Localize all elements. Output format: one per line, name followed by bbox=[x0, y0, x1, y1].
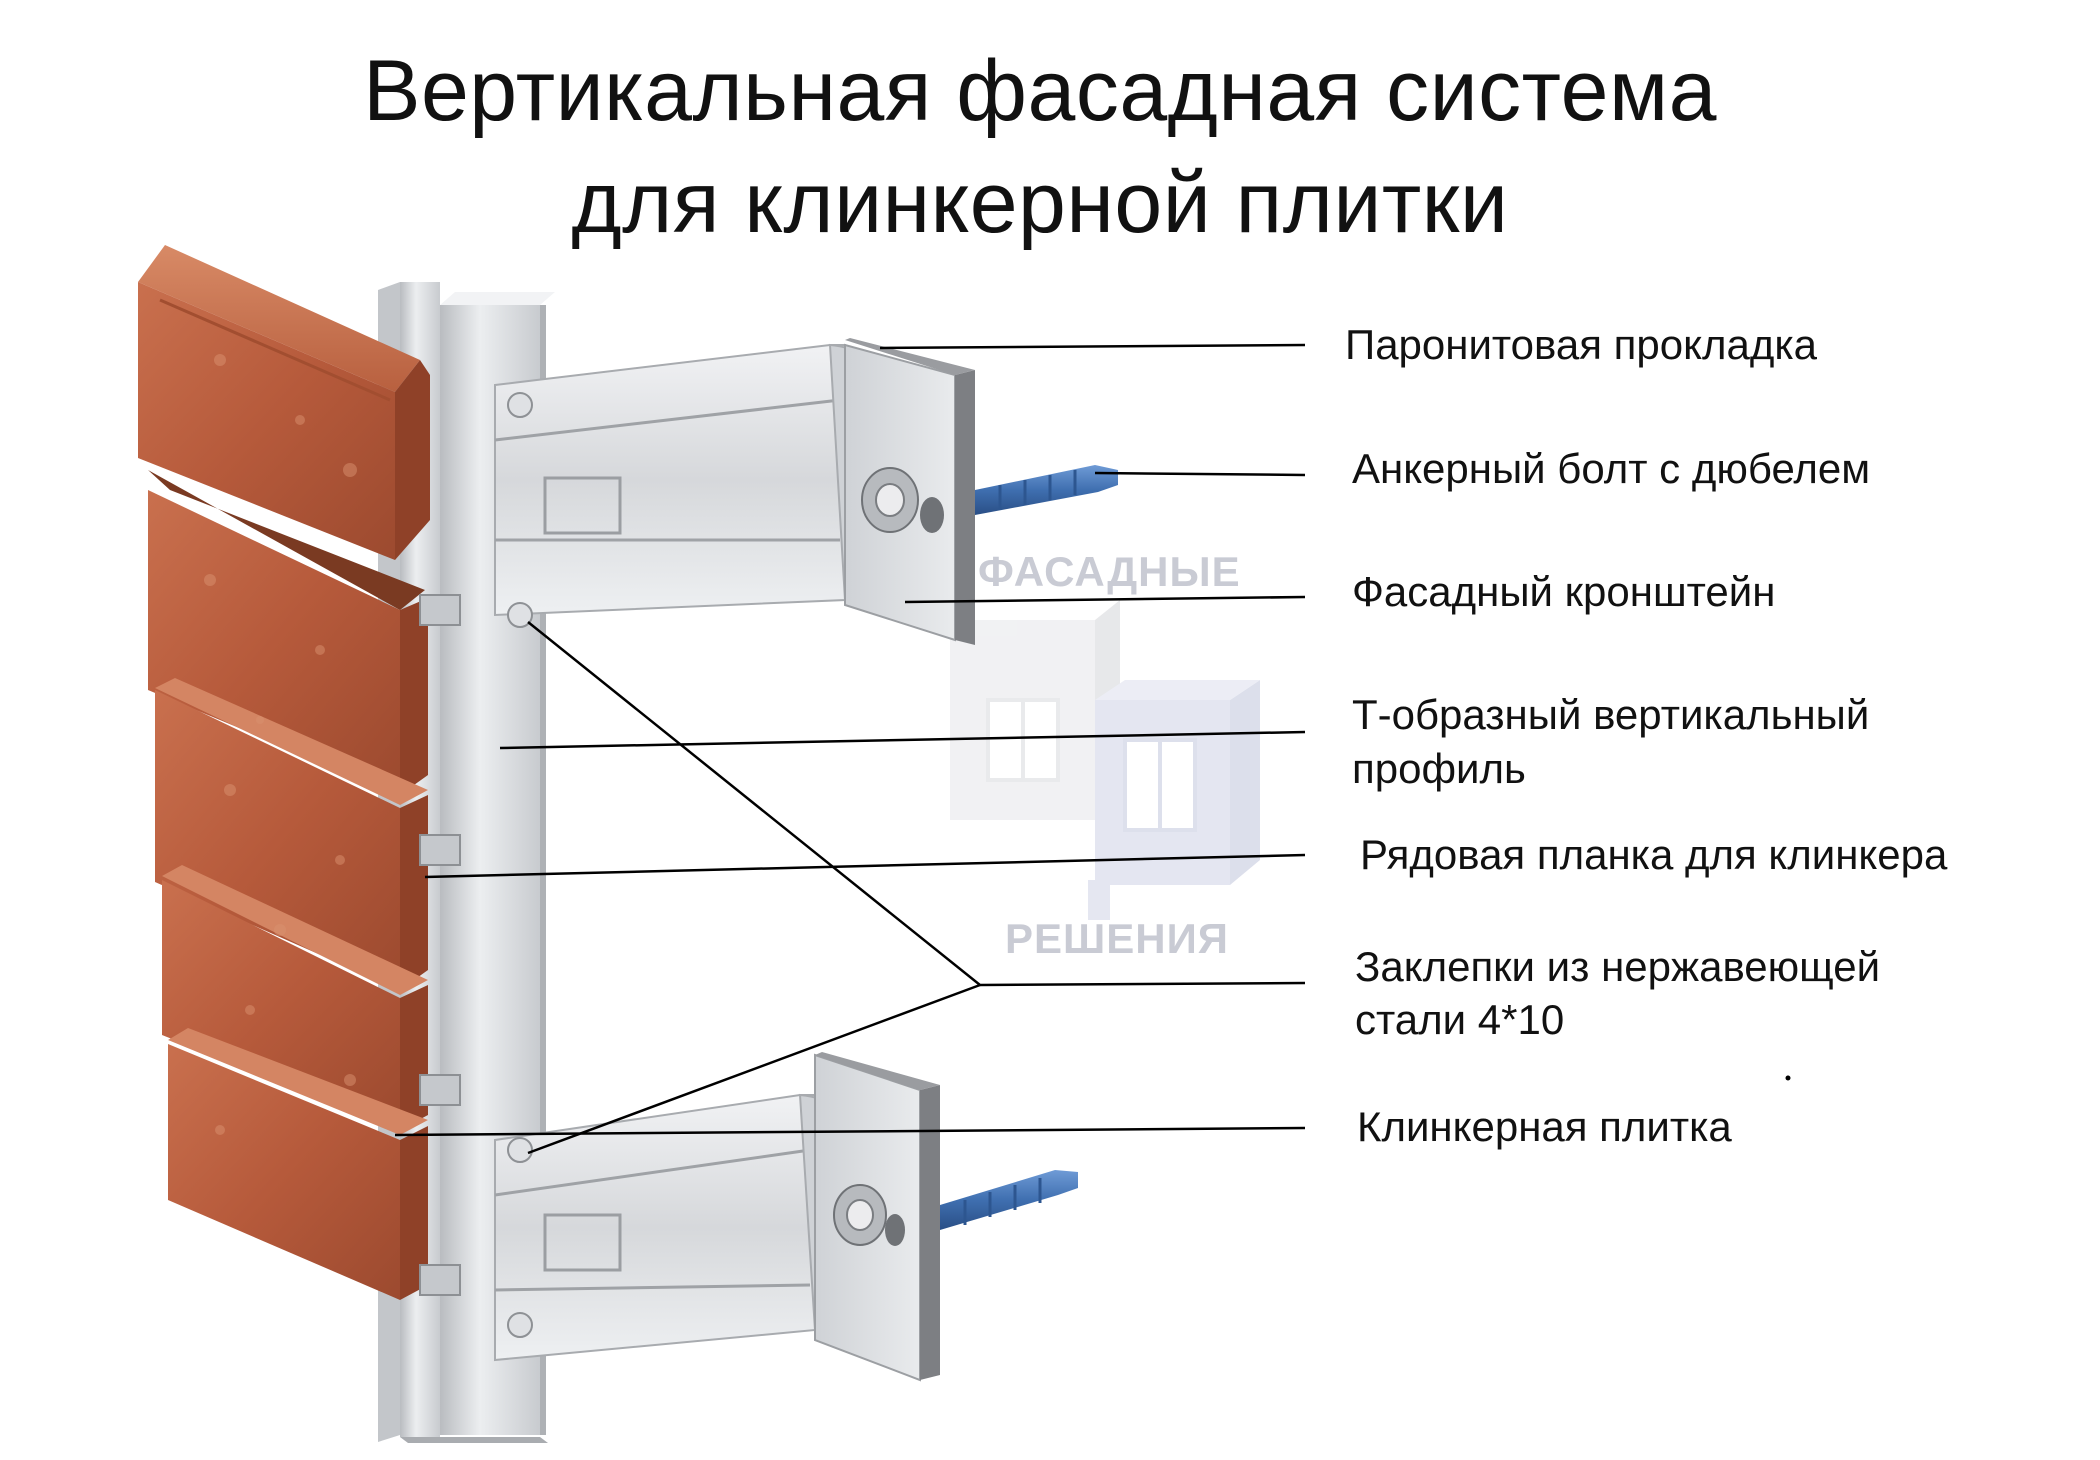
watermark-top-text: ФАСАДНЫЕ bbox=[978, 548, 1241, 595]
leader-clinker-tile bbox=[394, 1126, 1306, 1137]
diagram-title-line-1: Вертикальная фасадная система bbox=[363, 43, 1717, 139]
leader-facade-bracket bbox=[904, 595, 1306, 604]
watermark-bottom-text: РЕШЕНИЯ bbox=[1005, 915, 1229, 962]
label-paronite-gasket: Паронитовая прокладка bbox=[1345, 321, 1817, 368]
leader-t-profile bbox=[499, 730, 1306, 750]
upper-bracket-shape bbox=[494, 338, 975, 645]
leader-paronite-gasket bbox=[879, 343, 1306, 350]
lower-anchor-shape bbox=[940, 1170, 1078, 1230]
label-rivets-line2: стали 4*10 bbox=[1355, 996, 1565, 1043]
label-clinker-tile: Клинкерная плитка bbox=[1357, 1103, 1732, 1150]
clinker-tiles bbox=[138, 245, 430, 1300]
stray-dot bbox=[1785, 1075, 1791, 1081]
label-row-strip: Рядовая планка для клинкера bbox=[1360, 831, 1948, 878]
leader-rivets-lower bbox=[527, 983, 981, 1155]
row-strips bbox=[419, 594, 461, 1296]
label-t-profile-line2: профиль bbox=[1352, 745, 1526, 792]
upper-anchor-shape bbox=[975, 465, 1118, 515]
watermark-logo bbox=[950, 600, 1260, 920]
label-t-profile: Т-образный вертикальный bbox=[1352, 691, 1870, 738]
leader-anchor-bolt bbox=[1094, 471, 1306, 477]
diagram-title-line-2: для клинкерной плитки bbox=[571, 155, 1509, 251]
lower-bracket-shape bbox=[494, 1052, 940, 1382]
label-rivets: Заклепки из нержавеющей bbox=[1355, 943, 1881, 990]
leader-row-strip bbox=[424, 853, 1306, 879]
label-facade-bracket: Фасадный кронштейн bbox=[1352, 568, 1776, 615]
label-anchor-bolt: Анкерный болт с дюбелем bbox=[1352, 445, 1871, 492]
leader-lines bbox=[394, 343, 1306, 1155]
